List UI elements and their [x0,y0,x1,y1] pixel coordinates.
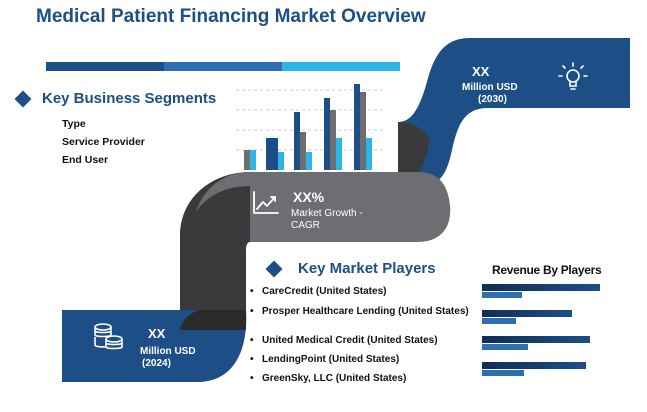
revenue-title: Revenue By Players [492,263,602,277]
growth-value: XX% [293,189,325,205]
decorative-bar-graphic [236,84,386,170]
base-unit: Million USD [140,346,196,357]
lightbulb-icon [558,62,588,90]
player-item: LendingPoint (United States) [250,354,472,366]
ribbon-fold-top [398,122,430,186]
base-value: XX [148,326,166,341]
title-bar-segment-light [282,62,400,71]
growth-label-line2: CAGR [291,220,320,231]
trend-chart-icon [253,191,279,214]
growth-label-line1: Market Growth - [291,208,363,219]
players-heading: Key Market Players [298,260,436,277]
player-item: United Medical Credit (United States) [250,335,472,347]
segment-item: Type [62,118,86,130]
ribbon-highlight [196,172,250,212]
ribbon-fold-left [180,172,250,330]
coins-icon [94,323,123,350]
forecast-banner [398,38,630,186]
ribbon-fold-bottom [180,310,246,330]
player-item: CareCredit (United States) [250,286,472,298]
forecast-value: XX [472,64,490,79]
title-bar-segment-blue [164,62,282,71]
player-item: Prosper Healthcare Lending (United State… [250,306,472,318]
page-title: Medical Patient Financing Market Overvie… [36,6,426,27]
growth-band [250,172,451,242]
player-item: GreenSky, LLC (United States) [250,373,472,385]
segments-heading: Key Business Segments [42,90,217,107]
segment-item: End User [62,154,109,166]
forecast-unit: Million USD [462,82,518,93]
revenue-bars-graphic [482,284,600,376]
forecast-year: (2030) [478,94,507,105]
base-year: (2024) [142,358,171,369]
segment-item: Service Provider [62,136,145,148]
title-bar-segment-navy [46,62,164,71]
